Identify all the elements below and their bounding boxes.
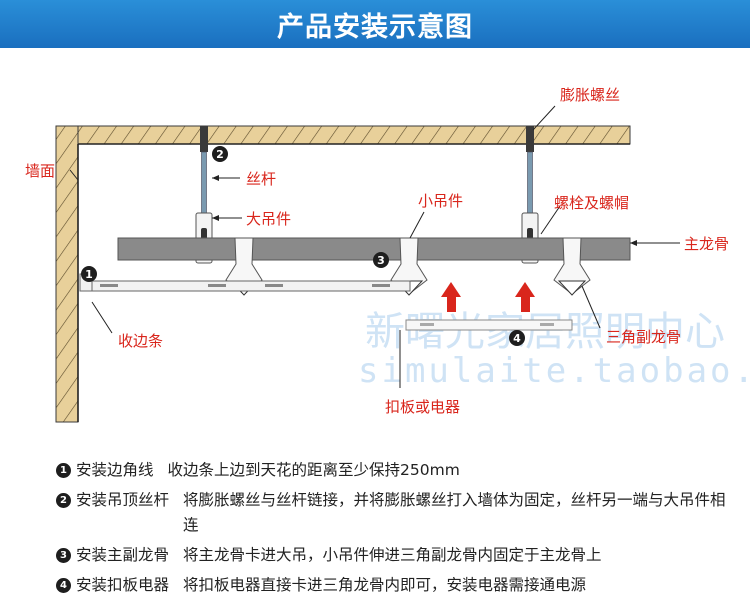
label-panel-appliance: 扣板或电器 bbox=[385, 398, 460, 416]
note-title: 安装吊顶丝杆 bbox=[76, 491, 170, 509]
title-banner: 产品安装示意图 bbox=[0, 0, 750, 48]
note-title: 安装边角线 bbox=[76, 461, 154, 479]
marker-4: 4 bbox=[509, 330, 525, 346]
page-title: 产品安装示意图 bbox=[277, 11, 473, 43]
marker-2: 2 bbox=[212, 146, 228, 162]
label-edge-strip: 收边条 bbox=[118, 332, 163, 350]
install-notes: 1 安装边角线 收边条上边到天花的距离至少保持250mm 2 安装吊顶丝杆 将膨… bbox=[56, 458, 736, 603]
wall bbox=[55, 125, 79, 423]
pointer-arrowheads bbox=[212, 175, 637, 246]
note-desc: 将主龙骨卡进大吊，小吊件伸进三角副龙骨内固定于主龙骨上 bbox=[183, 546, 602, 564]
note-desc: 将扣板电器直接卡进三角龙骨内即可，安装电器需接通电源 bbox=[183, 576, 587, 594]
note-desc: 收边条上边到天花的距离至少保持250mm bbox=[167, 461, 460, 479]
note-number: 3 bbox=[56, 548, 71, 563]
note-title: 安装主副龙骨 bbox=[76, 546, 170, 564]
label-small-hanger: 小吊件 bbox=[418, 192, 463, 210]
label-large-hanger: 大吊件 bbox=[246, 210, 291, 228]
label-expansion-bolt: 膨胀螺丝 bbox=[560, 86, 620, 104]
note-2: 2 安装吊顶丝杆 将膨胀螺丝与丝杆链接，并将膨胀螺丝打入墙体为固定，丝杆另一端与… bbox=[56, 488, 736, 538]
svg-text:3: 3 bbox=[377, 254, 385, 267]
watermark-en: simulaite.taobao.com bbox=[358, 351, 750, 391]
note-3: 3 安装主副龙骨 将主龙骨卡进大吊，小吊件伸进三角副龙骨内固定于主龙骨上 bbox=[56, 543, 736, 568]
watermark-cn: 新曙光家居照明中心 bbox=[365, 309, 725, 355]
arrow-up-left bbox=[441, 282, 461, 312]
panel bbox=[405, 319, 573, 331]
label-wall: 墙面 bbox=[25, 162, 55, 180]
label-triangle-keel: 三角副龙骨 bbox=[606, 328, 681, 346]
note-number: 4 bbox=[56, 578, 71, 593]
marker-1: 1 bbox=[81, 266, 97, 282]
marker-3: 3 bbox=[373, 252, 389, 268]
svg-text:4: 4 bbox=[513, 332, 521, 345]
note-1: 1 安装边角线 收边条上边到天花的距离至少保持250mm bbox=[56, 458, 736, 483]
arrow-up-right bbox=[515, 282, 535, 312]
note-4: 4 安装扣板电器 将扣板电器直接卡进三角龙骨内即可，安装电器需接通电源 bbox=[56, 573, 736, 598]
note-number: 2 bbox=[56, 493, 71, 508]
note-desc: 将膨胀螺丝与丝杆链接，并将膨胀螺丝打入墙体为固定，丝杆另一端与大吊件相连 bbox=[183, 491, 726, 534]
note-number: 1 bbox=[56, 463, 71, 478]
pointer-lines bbox=[69, 105, 680, 388]
installation-diagram: 新曙光家居照明中心 simulaite.taobao.com bbox=[25, 86, 750, 423]
label-bolt-nut: 螺栓及螺帽 bbox=[554, 194, 629, 212]
ceiling-slab bbox=[55, 125, 631, 145]
label-main-keel: 主龙骨 bbox=[684, 235, 729, 253]
note-title: 安装扣板电器 bbox=[76, 576, 170, 594]
small-hanger-3 bbox=[553, 237, 591, 296]
label-threaded-rod: 丝杆 bbox=[246, 170, 276, 188]
svg-text:1: 1 bbox=[85, 268, 93, 281]
svg-text:2: 2 bbox=[216, 148, 224, 161]
